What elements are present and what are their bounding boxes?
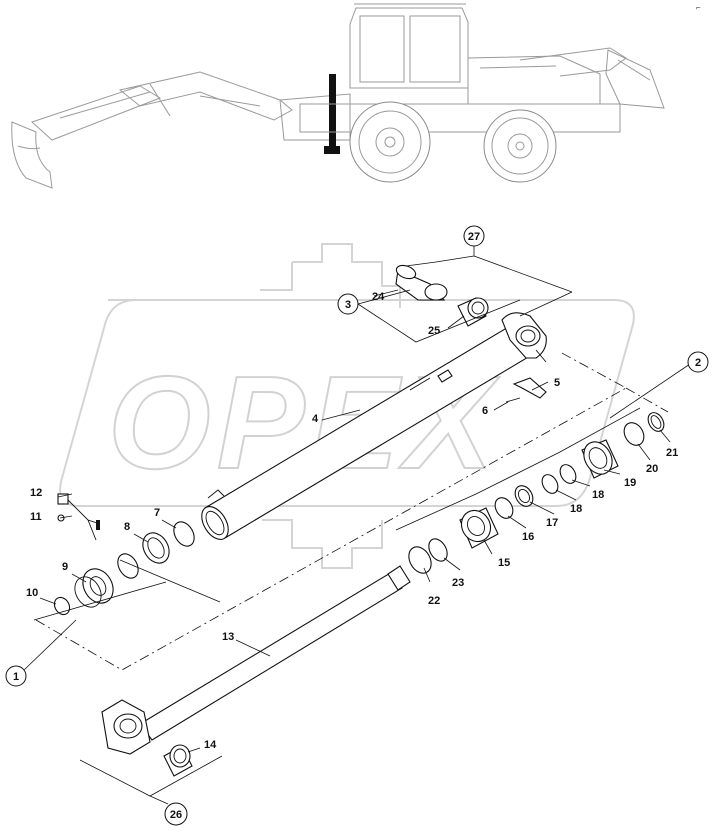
callout-13: 13 [222, 631, 234, 643]
reference-circle-26: 26 [164, 802, 188, 826]
callout-12: 12 [30, 487, 42, 499]
callout-11: 11 [30, 511, 42, 523]
svg-text:26: 26 [170, 809, 182, 821]
part-16-ring [494, 497, 514, 519]
reference-circle-27: 27 [463, 225, 485, 247]
callout-18b: 18 [592, 489, 604, 501]
part-5-plate [512, 377, 547, 399]
part-18b-ring [559, 464, 577, 484]
callout-21: 21 [666, 447, 678, 459]
callout-5: 5 [554, 377, 560, 389]
callout-19: 19 [624, 477, 636, 489]
callout-6: 6 [482, 405, 488, 417]
part-17-seal [514, 485, 534, 507]
callout-8: 8 [124, 521, 130, 533]
callout-10: 10 [26, 587, 38, 599]
part-24-bush [395, 264, 448, 301]
part-14-bush [163, 744, 193, 777]
callout-17: 17 [546, 517, 558, 529]
part-9-piston [74, 568, 114, 608]
callout-14: 14 [204, 739, 217, 751]
leader-lines [23, 246, 691, 805]
callout-22: 22 [428, 595, 440, 607]
watermark-gear [260, 243, 401, 569]
part-25-bush [457, 297, 489, 327]
callout-20: 20 [646, 463, 658, 475]
part-10-ring [53, 596, 71, 616]
part-23-ring [428, 538, 448, 562]
part-18a-ring [541, 474, 559, 494]
assembly-boundary-right [625, 387, 669, 413]
reference-circle-2: 2 [687, 351, 709, 373]
callout-23: 23 [452, 577, 464, 589]
reference-circle-1: 1 [5, 665, 27, 687]
assembly-boundary [35, 351, 627, 671]
callout-4: 4 [312, 413, 319, 425]
part-20-ring [623, 422, 645, 446]
part-21-ring [647, 412, 665, 432]
svg-text:2: 2 [695, 357, 701, 369]
reference-circle-3: 3 [337, 293, 359, 315]
part-callouts: 4 5 6 7 8 9 10 11 12 13 14 15 16 17 18 1… [26, 291, 678, 751]
svg-text:1: 1 [13, 671, 19, 683]
callout-7: 7 [154, 507, 160, 519]
callout-16: 16 [522, 531, 534, 543]
part-12-nipple [57, 493, 69, 505]
machine-illustration [11, 3, 665, 189]
callout-25: 25 [428, 325, 440, 337]
part-8-ring [117, 553, 139, 579]
part-19-piston [581, 439, 619, 479]
part-6-screw [505, 397, 521, 403]
watermark-frame [59, 299, 635, 507]
part-8-head [142, 532, 170, 564]
callout-9: 9 [62, 561, 68, 573]
corner-mark: ⌐ [696, 3, 701, 12]
part-15-nut [459, 507, 499, 549]
part-22-ring [408, 546, 432, 574]
part-7-ring [173, 521, 195, 547]
callout-18a: 18 [570, 503, 582, 515]
svg-text:3: 3 [345, 299, 351, 311]
svg-text:27: 27 [468, 231, 480, 243]
piston-rod [101, 565, 411, 755]
cylinder-tube [201, 312, 547, 540]
callout-24: 24 [372, 291, 385, 303]
callout-15: 15 [498, 557, 510, 569]
